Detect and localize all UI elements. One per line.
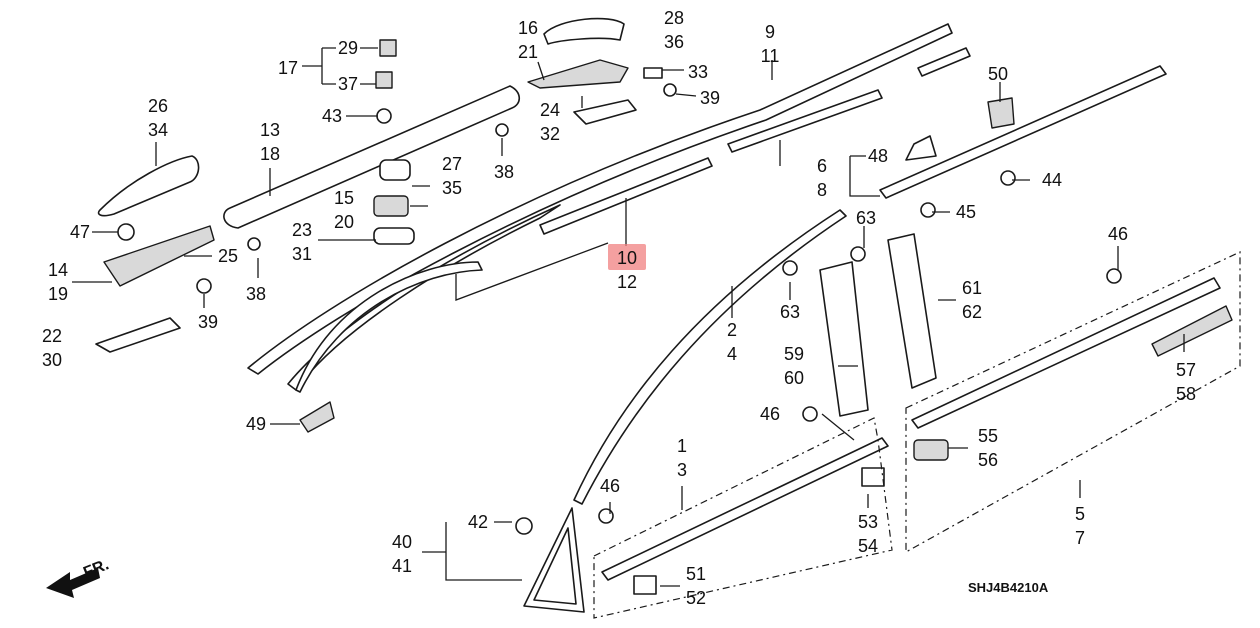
roof-molding-arc [287, 157, 713, 393]
roof-molding-right [727, 47, 1167, 199]
callout-30: 30 [42, 350, 62, 370]
callout-2: 2 [727, 320, 737, 340]
callout-6: 6 [817, 156, 827, 176]
callout-56: 56 [978, 450, 998, 470]
callout-35: 35 [442, 178, 462, 198]
callout-57: 57 [1176, 360, 1196, 380]
callout-36: 36 [664, 32, 684, 52]
callout-50: 50 [988, 64, 1008, 84]
callout-34: 34 [148, 120, 168, 140]
callout-29: 29 [338, 38, 358, 58]
callout-15: 15 [334, 188, 354, 208]
callout-40: 40 [392, 532, 412, 552]
callout-8: 8 [817, 180, 827, 200]
callout-62: 62 [962, 302, 982, 322]
callout-7: 7 [1075, 528, 1085, 548]
callout-24: 24 [540, 100, 560, 120]
callout-33: 33 [688, 62, 708, 82]
callout-9: 9 [765, 22, 775, 42]
callout-46b: 46 [760, 404, 780, 424]
callout-41: 41 [392, 556, 412, 576]
callout-19: 19 [48, 284, 68, 304]
callout-25: 25 [218, 246, 238, 266]
callout-4: 4 [727, 344, 737, 364]
callout-12: 12 [617, 272, 637, 292]
corner-trim [523, 507, 585, 613]
callout-38a: 38 [494, 162, 514, 182]
callout-14: 14 [48, 260, 68, 280]
callout-39b: 39 [198, 312, 218, 332]
callout-46c: 46 [600, 476, 620, 496]
callout-18: 18 [260, 144, 280, 164]
pillar-molding [573, 209, 847, 505]
callout-49: 49 [246, 414, 266, 434]
callout-61: 61 [962, 278, 982, 298]
callout-21: 21 [518, 42, 538, 62]
callout-47: 47 [70, 222, 90, 242]
front-arrow-icon [46, 568, 100, 598]
part-code: SHJ4B4210A [968, 580, 1049, 595]
callout-55: 55 [978, 426, 998, 446]
door-molding-rear [911, 277, 1233, 429]
callout-20: 20 [334, 212, 354, 232]
reference-boxes [593, 251, 1241, 619]
clip-parts [117, 39, 1122, 595]
callout-16: 16 [518, 18, 538, 38]
callout-23: 23 [292, 220, 312, 240]
callout-10: 10 [617, 248, 637, 268]
callout-31: 31 [292, 244, 312, 264]
front-label: FR. [81, 556, 111, 581]
callout-51: 51 [686, 564, 706, 584]
door-molding-front [601, 437, 889, 581]
callout-38b: 38 [246, 284, 266, 304]
callout-58: 58 [1176, 384, 1196, 404]
callout-43: 43 [322, 106, 342, 126]
callout-48: 48 [868, 146, 888, 166]
callout-63a: 63 [856, 208, 876, 228]
callout-37: 37 [338, 74, 358, 94]
pillar-trim [819, 233, 937, 417]
callout-28: 28 [664, 8, 684, 28]
callout-45: 45 [956, 202, 976, 222]
callout-54: 54 [858, 536, 878, 556]
callout-42: 42 [468, 512, 488, 532]
callout-3: 3 [677, 460, 687, 480]
callout-1: 1 [677, 436, 687, 456]
callout-60: 60 [784, 368, 804, 388]
leader-lines [72, 47, 1185, 587]
callout-44: 44 [1042, 170, 1062, 190]
callout-13: 13 [260, 120, 280, 140]
roof-end-cover [95, 17, 637, 353]
callout-63b: 63 [780, 302, 800, 322]
callout-59: 59 [784, 344, 804, 364]
callout-26: 26 [148, 96, 168, 116]
callout-17: 17 [278, 58, 298, 78]
callout-53: 53 [858, 512, 878, 532]
callout-5: 5 [1075, 504, 1085, 524]
callout-11: 11 [761, 46, 780, 66]
callout-39a: 39 [700, 88, 720, 108]
front-direction-indicator: FR. [46, 556, 111, 598]
callout-labels: 1 3 2 4 5 7 6 8 9 11 10 12 13 18 14 19 1… [42, 8, 1196, 608]
callout-22: 22 [42, 326, 62, 346]
callout-52: 52 [686, 588, 706, 608]
callout-27: 27 [442, 154, 462, 174]
callout-32: 32 [540, 124, 560, 144]
highlight-box [608, 244, 646, 270]
callout-46a: 46 [1108, 224, 1128, 244]
